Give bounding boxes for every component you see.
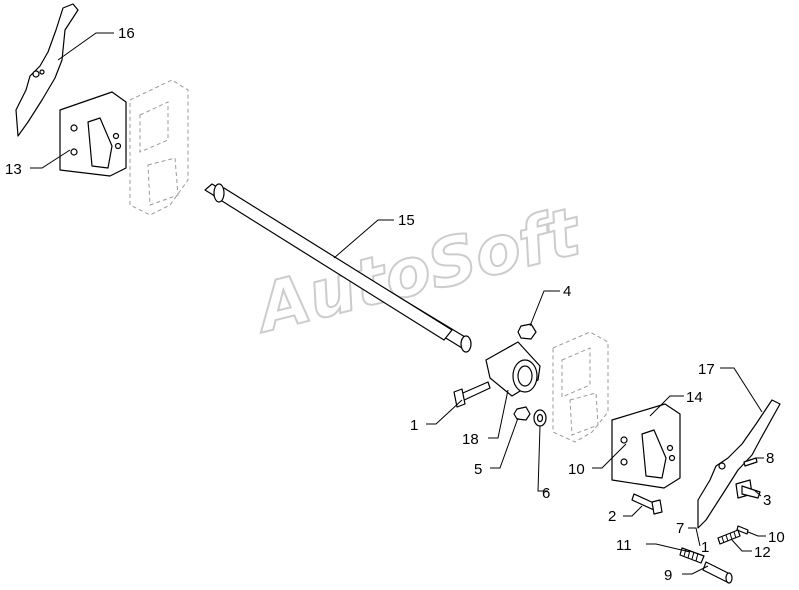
part-15-shaft	[204, 183, 472, 353]
part-11-spring	[679, 547, 705, 564]
ghost-bracket-left	[129, 79, 189, 216]
part-13-plate	[59, 91, 127, 177]
part-10-pin	[736, 525, 749, 535]
part-12-spring	[717, 529, 741, 545]
part-5-nut	[513, 406, 531, 421]
part-labels: 16 13 15 4 1 18 5 6 10 14 17 8 3 2 7 10 …	[5, 25, 785, 584]
part-6-washer	[533, 409, 547, 427]
ghost-bracket-right	[552, 331, 609, 443]
label-17: 17	[698, 361, 715, 378]
label-10-left: 10	[568, 461, 585, 478]
part-18-hub	[485, 341, 541, 397]
label-1: 1	[410, 417, 418, 434]
part-3-bolt	[735, 479, 761, 499]
part-9-pin	[702, 561, 733, 584]
label-6: 6	[542, 485, 550, 502]
watermark-text: AutoSoft	[245, 193, 589, 349]
part-4-nut	[517, 323, 537, 340]
label-11: 11	[616, 537, 632, 554]
label-4: 4	[563, 283, 571, 300]
label-10-right: 10	[768, 529, 785, 546]
part-1-bolt	[453, 381, 491, 408]
part-8-pin	[743, 457, 758, 467]
label-14: 14	[686, 389, 703, 406]
label-5: 5	[474, 461, 482, 478]
label-8: 8	[766, 450, 774, 467]
leader-lines	[30, 32, 766, 575]
label-7: 7	[676, 520, 684, 537]
label-15: 15	[398, 212, 415, 229]
label-18: 18	[462, 431, 479, 448]
label-9: 9	[664, 567, 672, 584]
part-14-plate	[611, 403, 681, 489]
label-1-lower: 1	[701, 539, 709, 556]
label-13: 13	[5, 161, 22, 178]
label-12: 12	[754, 544, 771, 561]
part-17-lever	[697, 399, 781, 529]
label-3: 3	[763, 492, 771, 509]
part-2-bolt	[631, 493, 663, 515]
label-16: 16	[118, 25, 135, 42]
part-16-lever	[15, 3, 79, 137]
label-2: 2	[608, 508, 616, 525]
